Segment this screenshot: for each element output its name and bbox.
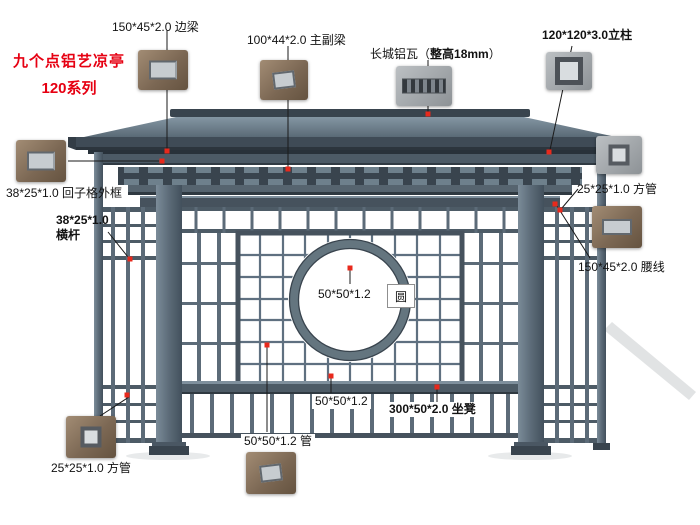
profile-shape xyxy=(272,70,296,90)
right-column xyxy=(511,185,551,455)
bench xyxy=(182,381,518,394)
profile-shape xyxy=(27,151,55,171)
grid-frame-profile-photo xyxy=(16,140,66,182)
label-waistline: 150*45*2.0 腰线 xyxy=(578,260,665,274)
right-side-lattice-panel xyxy=(544,207,597,443)
top-grid-band xyxy=(182,207,518,233)
label-crossbar-name: 横杆 xyxy=(56,228,81,242)
profile-shape xyxy=(149,60,177,80)
series-title-line1: 九个点铝艺凉亭 xyxy=(12,53,125,70)
main-beam-profile-photo xyxy=(260,60,308,100)
profile-shape xyxy=(402,78,446,94)
left-side-lattice-panel xyxy=(103,207,156,443)
profile-shape xyxy=(608,144,630,166)
label-square-tube-left: 25*25*1.0 方管 xyxy=(51,461,132,475)
label-panel-size: 50*50*1.2 xyxy=(312,394,371,409)
callout-markers xyxy=(124,111,563,398)
profile-shape xyxy=(259,463,283,483)
label-roof-tile-suffix: ） xyxy=(488,47,501,61)
label-roof-tile-height: 整高18mm xyxy=(430,47,489,61)
column-profile-photo xyxy=(546,52,592,90)
flank-panels xyxy=(182,233,518,386)
label-edge-beam: 150*45*2.0 边梁 xyxy=(112,20,199,34)
center-grid-panel xyxy=(235,230,465,389)
series-title-line2: 120系列 xyxy=(41,80,97,97)
label-roof-tile-prefix: 长城铝瓦（ xyxy=(370,47,431,61)
label-bottom-tube: 50*50*1.2 管 xyxy=(241,434,316,449)
label-square-tube-right: 25*25*1.0 方管 xyxy=(577,182,658,196)
label-circle-name: 圆 xyxy=(387,284,415,308)
profile-shape xyxy=(80,426,102,448)
roof-tile-profile-photo xyxy=(396,66,452,106)
label-grid-frame: 38*25*1.0 回子格外框 xyxy=(6,186,123,200)
label-roof-tile: 长城铝瓦（整高18mm） xyxy=(370,47,501,62)
square-tube-right-profile-photo xyxy=(596,136,642,174)
square-tube-left-profile-photo xyxy=(66,416,116,458)
bottom-tube-profile-photo xyxy=(246,452,296,494)
left-column xyxy=(149,185,189,455)
roof xyxy=(68,109,632,207)
waistline-profile-photo xyxy=(592,206,642,248)
label-main-beam: 100*44*2.0 主副梁 xyxy=(247,33,346,47)
series-title: 九个点铝艺凉亭 120系列 xyxy=(10,50,128,98)
label-bench: 300*50*2.0 坐凳 xyxy=(386,402,479,417)
edge-beam-profile-photo xyxy=(138,50,188,90)
label-column: 120*120*3.0立柱 xyxy=(542,28,633,42)
profile-shape xyxy=(602,219,632,235)
profile-shape xyxy=(555,57,583,85)
label-circle-size: 50*50*1.2 xyxy=(315,287,374,302)
label-crossbar-size: 38*25*1.0 xyxy=(56,213,109,227)
ground-shadows xyxy=(126,322,696,460)
